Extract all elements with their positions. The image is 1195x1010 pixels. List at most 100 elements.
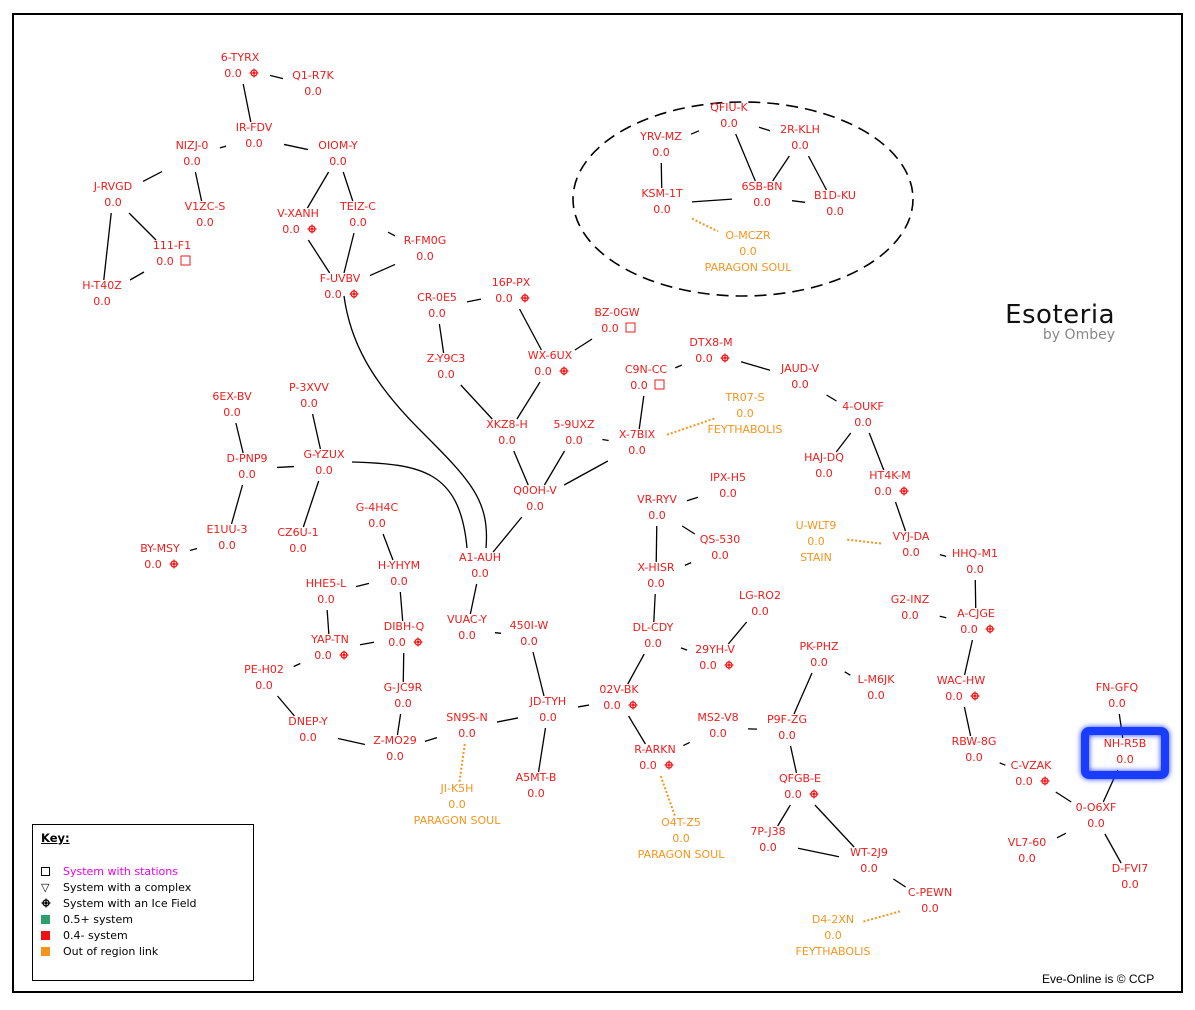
system-node[interactable]: YAP-TN0.0 [310,633,350,662]
ice-field-icon [558,365,570,377]
system-node[interactable]: 6EX-BV0.0 [212,390,252,419]
system-name: FN-GFQ [1096,681,1139,694]
system-node[interactable]: V1ZC-S0.0 [185,200,226,229]
system-node[interactable]: QFIU-K0.0 [710,101,748,130]
system-node[interactable]: A5MT-B0.0 [516,771,557,800]
system-node[interactable]: 02V-BK0.0 [599,683,639,712]
system-node[interactable]: YRV-MZ0.0 [639,130,682,159]
system-node[interactable]: C9N-CC0.0 [625,363,668,392]
system-node[interactable]: JAUD-V0.0 [780,362,819,391]
system-node[interactable]: P9F-ZG0.0 [767,713,807,742]
system-node[interactable]: XKZ8-H0.0 [486,418,528,447]
system-node[interactable]: WAC-HW0.0 [937,674,986,703]
system-node[interactable]: 6SB-BN0.0 [742,180,783,209]
system-node[interactable]: Q0OH-V0.0 [513,484,557,513]
system-node[interactable]: 111-F10.0 [153,239,191,268]
system-node[interactable]: HT4K-M0.0 [869,469,911,498]
security-status: 0.0 [1015,775,1033,788]
connection [276,465,295,469]
legend-item-low-sec: 0.4- system [41,927,245,943]
system-node[interactable]: HHQ-M10.0 [952,547,998,576]
system-node[interactable]: KSM-1T0.0 [641,187,683,216]
system-node[interactable]: VYJ-DA0.0 [893,530,930,559]
system-node[interactable]: 16P-PX0.0 [492,276,531,305]
system-node[interactable]: HAJ-DQ0.0 [804,451,844,480]
system-node[interactable]: E1UU-30.0 [206,523,247,552]
system-node[interactable]: DTX8-M0.0 [689,336,732,365]
system-node[interactable]: NIZJ-00.0 [176,139,209,168]
system-node[interactable]: 450I-W0.0 [510,619,549,648]
system-node[interactable]: RBW-8G0.0 [952,735,997,764]
system-node[interactable]: TEIZ-C0.0 [339,200,376,229]
system-node[interactable]: VL7-600.0 [1008,836,1047,865]
security-status: 0.0 [1116,753,1134,766]
security-status: 0.0 [791,378,809,391]
system-node[interactable]: QFGB-E0.0 [779,772,821,801]
system-node[interactable]: B1D-KU0.0 [814,189,856,218]
system-node[interactable]: DIBH-Q0.0 [384,620,425,649]
system-node[interactable]: HHE5-L0.0 [306,577,347,606]
system-node[interactable]: 29YH-V0.0 [695,643,735,672]
system-node[interactable]: IPX-H50.0 [710,471,746,500]
system-node[interactable]: VUAC-Y0.0 [447,613,487,642]
system-node[interactable]: OIOM-Y0.0 [318,139,358,168]
system-node[interactable]: SN9S-N0.0 [446,711,487,740]
security-status: 0.0 [437,368,455,381]
system-node[interactable]: DNEP-Y0.0 [288,715,328,744]
system-name: DTX8-M [689,336,732,349]
system-node[interactable]: CZ6U-10.0 [277,526,318,555]
system-node[interactable]: MS2-V80.0 [697,711,738,740]
